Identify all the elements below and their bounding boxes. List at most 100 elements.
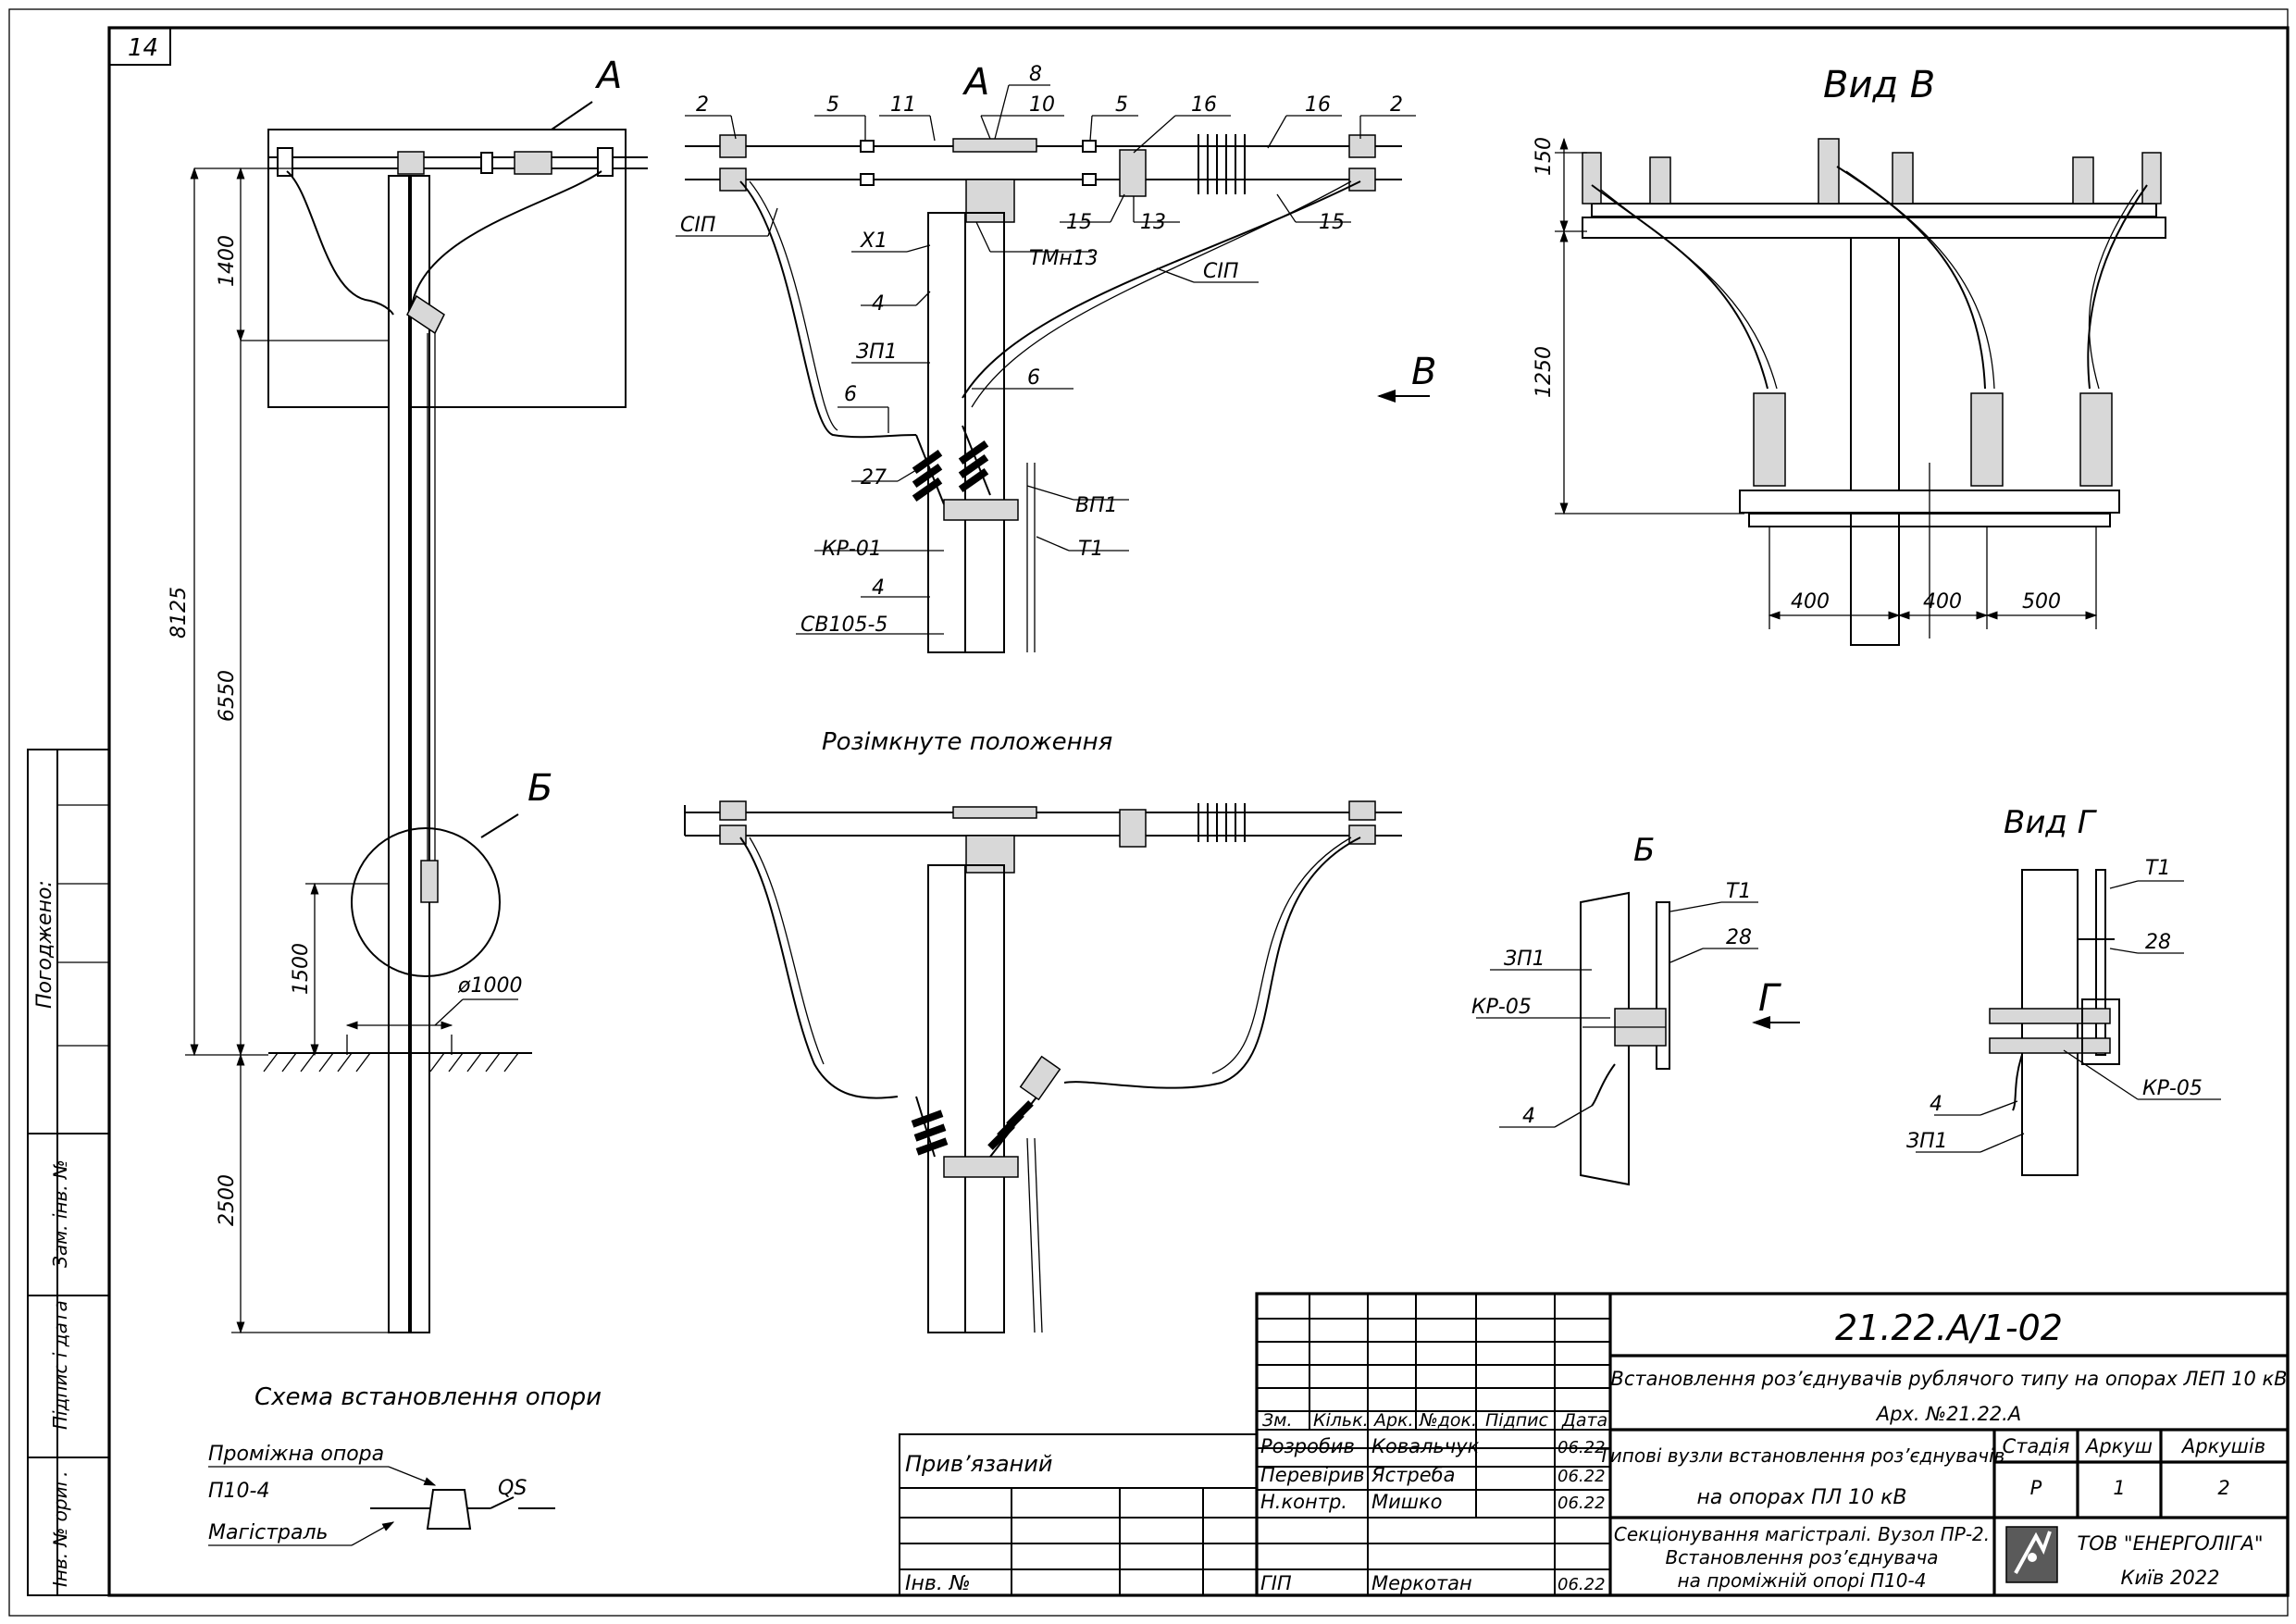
label-27: 27 xyxy=(861,466,887,490)
sheet-value: 1 xyxy=(2113,1477,2125,1499)
sig-role-1: Перевірив xyxy=(1260,1464,1365,1486)
dim-2500: 2500 xyxy=(216,1174,239,1226)
sig-date-3: 06.22 xyxy=(1558,1575,1606,1594)
stage-value: Р xyxy=(2030,1477,2042,1499)
drawing-title-3: на проміжній опорі П10-4 xyxy=(1678,1569,1927,1592)
dim-1250: 1250 xyxy=(1533,346,1556,398)
view-g-title: Вид Г xyxy=(2004,804,2098,841)
g-label-t1: Т1 xyxy=(2145,857,2170,880)
company-logo xyxy=(2005,1526,2058,1583)
b-label-28: 28 xyxy=(1726,926,1752,949)
sheet-label: Аркуш xyxy=(2084,1435,2153,1457)
view-a-title: А xyxy=(962,61,989,104)
callout-a-label: А xyxy=(594,55,622,97)
label-t1: Т1 xyxy=(1078,538,1103,561)
hdr-ark: Арк. xyxy=(1372,1410,1414,1431)
label-6-right: 6 xyxy=(1027,366,1040,390)
hdr-date: Дата xyxy=(1561,1410,1607,1431)
label-8: 8 xyxy=(1029,63,1042,86)
replaces-inv-label: Зам. інв. № xyxy=(49,1159,71,1268)
label-zp1: ЗП1 xyxy=(856,341,898,364)
sig-role-0: Розробив xyxy=(1260,1435,1355,1457)
label-4-top: 4 xyxy=(872,292,885,316)
b-label-4: 4 xyxy=(1522,1105,1535,1128)
label-tmn13: ТМн13 xyxy=(1029,247,1098,270)
city-year: Київ 2022 xyxy=(2121,1567,2220,1589)
dim-1400: 1400 xyxy=(216,235,239,287)
g-label-4: 4 xyxy=(1930,1093,1942,1116)
project-title: Встановлення роз’єднувачів рублячого тип… xyxy=(1610,1368,2287,1390)
left-approval-column: Погоджено: Зам. інв. № Підпис і дата Інв… xyxy=(27,749,110,1596)
label-kr01: КР-01 xyxy=(822,538,882,561)
sig-name-3: Меркотан xyxy=(1371,1572,1472,1594)
inv-no-label: Інв. № xyxy=(905,1572,971,1595)
callout-b-label: Б xyxy=(527,767,552,810)
dim-150: 150 xyxy=(1533,137,1556,176)
hdr-zm: Зм. xyxy=(1262,1410,1293,1431)
archive-number: Арх. №21.22.А xyxy=(1875,1403,2021,1425)
sig-role-2: Н.контр. xyxy=(1260,1491,1347,1513)
label-15-left: 15 xyxy=(1066,211,1092,234)
view-b-title: Б xyxy=(1633,832,1655,869)
label-16-right: 16 xyxy=(1305,93,1331,117)
hdr-doc: №док. xyxy=(1419,1410,1477,1431)
label-4-bottom: 4 xyxy=(872,576,885,600)
g-label-28: 28 xyxy=(2145,931,2171,954)
label-5-right: 5 xyxy=(1115,93,1128,117)
label-2-left: 2 xyxy=(696,93,709,117)
linked-label: Прив’язаний xyxy=(905,1451,1052,1477)
label-10: 10 xyxy=(1029,93,1055,117)
label-6-left: 6 xyxy=(844,383,857,406)
sig-date-2: 06.22 xyxy=(1558,1494,1606,1513)
stage-label: Стадія xyxy=(2003,1435,2070,1457)
view-g: Вид Г Т1 28 4 КР-05 ЗП1 xyxy=(1906,804,2221,1176)
label-11: 11 xyxy=(890,93,916,117)
switch-label: QS xyxy=(498,1477,527,1500)
pole-scheme: А Б xyxy=(168,55,648,1334)
view-b: Б Т1 28 ЗП1 КР-05 4 Г xyxy=(1471,832,1800,1186)
g-label-kr05: КР-05 xyxy=(2142,1077,2203,1100)
sheet-title-2: на опорах ПЛ 10 кВ xyxy=(1696,1486,1906,1509)
support-type-label: П10-4 xyxy=(208,1480,269,1503)
diameter-label: ø1000 xyxy=(457,974,522,998)
title-block: Зм. Кільк. Арк. №док. Підпис Дата Розроб… xyxy=(899,1292,2290,1597)
view-v: Вид В xyxy=(1533,64,2166,646)
label-sip-left: СІП xyxy=(680,214,715,237)
g-label-zp1: ЗП1 xyxy=(1906,1130,1948,1153)
sheets-value: 2 xyxy=(2217,1477,2229,1499)
view-v-arrow-label: В xyxy=(1411,351,1436,393)
label-vp1: ВП1 xyxy=(1075,494,1118,517)
sig-date-1: 06.22 xyxy=(1558,1467,1606,1486)
drawing-title-1: Секціонування магістралі. Вузол ПР-2. xyxy=(1614,1523,1990,1545)
label-sv105-5: СВ105-5 xyxy=(800,614,887,637)
main-line-label: Магістраль xyxy=(208,1521,329,1544)
sig-name-2: Мишко xyxy=(1371,1491,1443,1513)
view-a: А xyxy=(676,61,1436,653)
sheet-title-1: Типові вузли встановлення роз’єднувачів xyxy=(1599,1444,2005,1467)
label-x1: Х1 xyxy=(860,229,887,253)
signatures: Розробив Ковальчук 06.22 Перевірив Ястре… xyxy=(1260,1435,1606,1594)
sheets-label: Аркушів xyxy=(2180,1435,2265,1457)
open-position-view: Розімкнуте положення xyxy=(684,728,1402,1333)
dim-400-left: 400 xyxy=(1791,590,1830,614)
dim-500: 500 xyxy=(2022,590,2061,614)
orig-inv-label: Інв. № ориг. xyxy=(49,1471,71,1587)
open-position-title: Розімкнуте положення xyxy=(822,728,1112,756)
b-label-zp1: ЗП1 xyxy=(1504,948,1545,971)
sign-date-label: Підпис і дата xyxy=(49,1300,71,1430)
installation-scheme: Схема встановлення опори Проміжна опора … xyxy=(208,1383,602,1546)
label-13: 13 xyxy=(1140,211,1166,234)
hdr-sign: Підпис xyxy=(1485,1410,1548,1431)
intermediate-support-label: Проміжна опора xyxy=(208,1443,384,1466)
dim-400-mid: 400 xyxy=(1923,590,1962,614)
sig-name-0: Ковальчук xyxy=(1371,1435,1480,1457)
b-label-t1: Т1 xyxy=(1726,880,1751,903)
install-scheme-title: Схема встановлення опори xyxy=(254,1383,602,1411)
hdr-kilk: Кільк. xyxy=(1313,1410,1369,1431)
doc-code: 21.22.А/1-02 xyxy=(1835,1308,2063,1348)
label-5-left: 5 xyxy=(826,93,839,117)
label-16-left: 16 xyxy=(1191,93,1217,117)
label-2-right: 2 xyxy=(1390,93,1403,117)
label-sip-right: СІП xyxy=(1203,260,1238,283)
label-15-right: 15 xyxy=(1319,211,1345,234)
